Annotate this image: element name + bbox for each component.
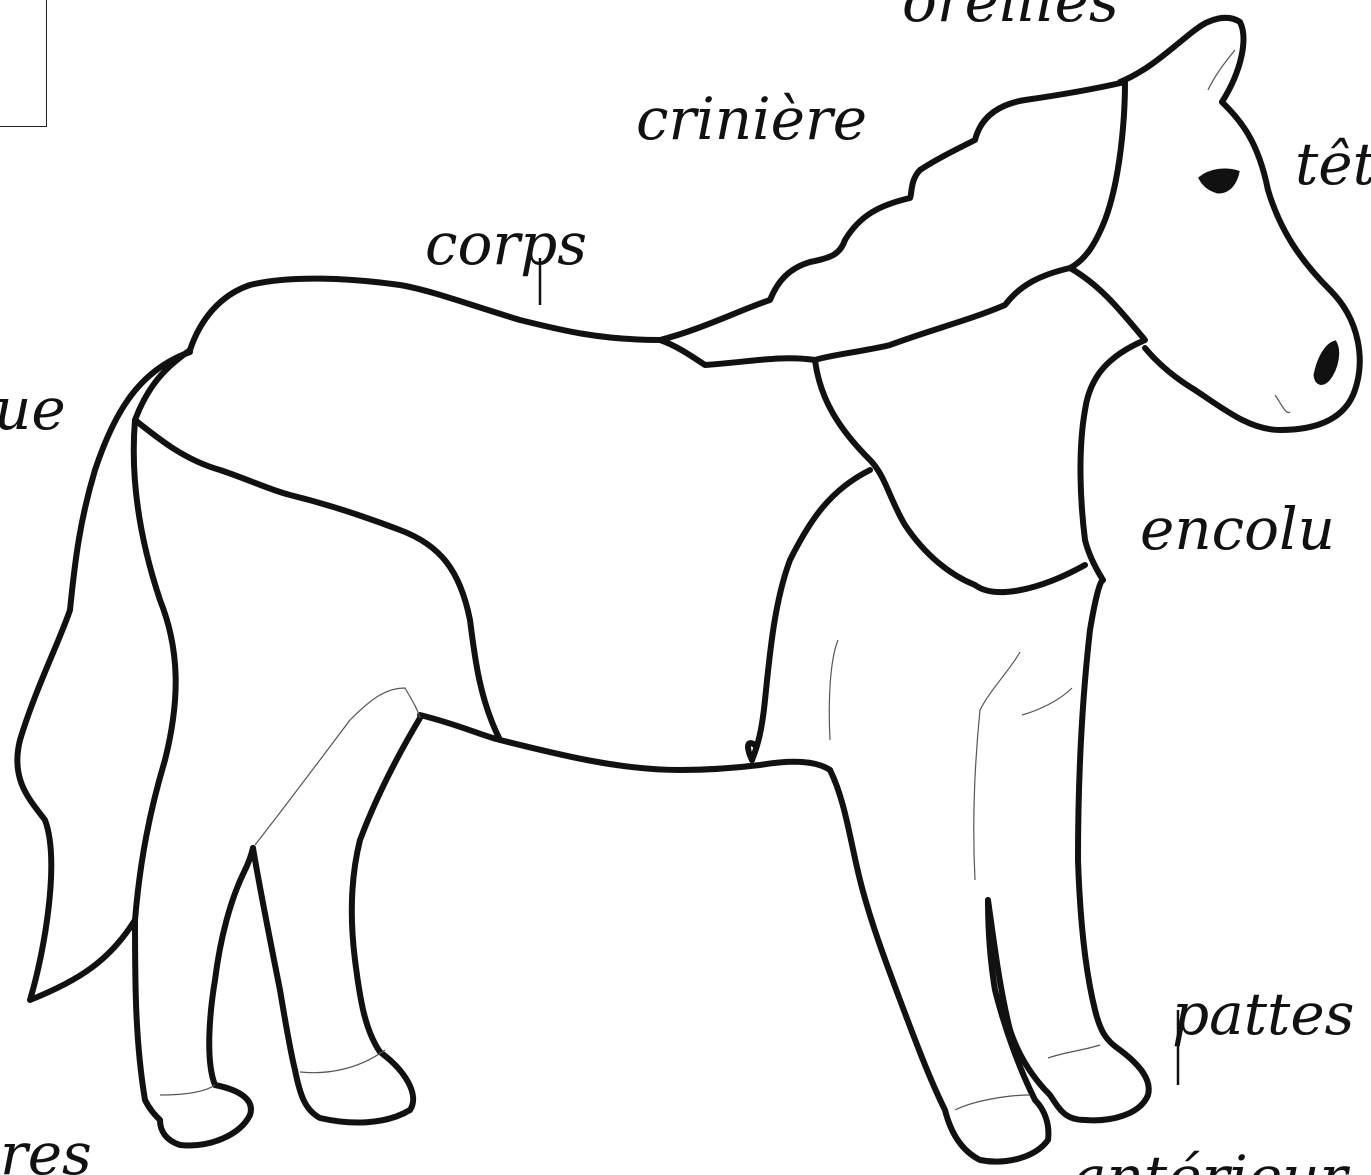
label-anterieures: antérieur xyxy=(1072,1148,1347,1175)
pencil-line-4 xyxy=(1022,688,1072,715)
chest-division xyxy=(752,470,870,760)
mouth-line xyxy=(1275,395,1290,413)
pencil-line-3 xyxy=(829,640,838,740)
body-division xyxy=(135,420,500,740)
pencil-line-6 xyxy=(300,1050,385,1073)
pencil-line-2 xyxy=(974,652,1020,880)
label-encolure: encolu xyxy=(1140,500,1335,558)
nostril-icon xyxy=(1315,342,1338,383)
label-criniere: crinière xyxy=(636,90,867,148)
pencil-line-5 xyxy=(160,1085,215,1095)
front-leg-front xyxy=(988,580,1149,1120)
front-leg-back xyxy=(830,770,1048,1162)
tail-outline xyxy=(17,352,190,1000)
neck-outline xyxy=(1070,268,1145,580)
label-corps: corps xyxy=(425,215,587,273)
pencil-line-7 xyxy=(955,1095,1030,1110)
rear-leg-back xyxy=(134,420,253,1145)
label-queue: ue xyxy=(0,380,66,438)
label-pattes: pattes xyxy=(1172,985,1354,1043)
belly-outline xyxy=(420,715,830,770)
pencil-line-8 xyxy=(1048,1045,1100,1058)
rear-leg-front xyxy=(253,718,420,1123)
label-oreilles: oreilles xyxy=(902,0,1119,30)
label-tete: têt xyxy=(1295,135,1371,193)
back-outline xyxy=(135,279,660,420)
label-posterieures: res xyxy=(0,1125,92,1175)
ear-outline xyxy=(1120,18,1243,102)
eye-icon xyxy=(1200,170,1238,192)
